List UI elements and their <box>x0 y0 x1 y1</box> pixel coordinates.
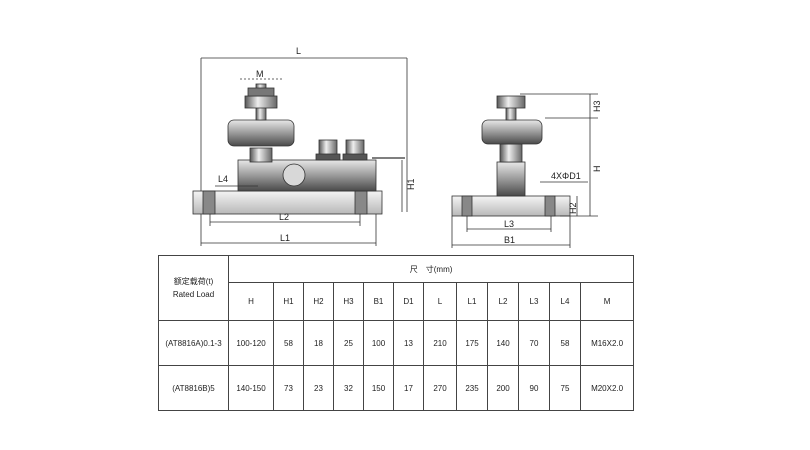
dim-label-h1: H1 <box>406 178 416 190</box>
table-cell: 70 <box>518 320 550 366</box>
table-cell: 17 <box>393 365 424 411</box>
column-header: B1 <box>363 282 394 321</box>
column-header: L <box>423 282 457 321</box>
column-header: H2 <box>303 282 334 321</box>
table-cell: 32 <box>333 365 364 411</box>
model-header-cn: 额定载荷(t) <box>173 277 214 286</box>
table-cell: 150 <box>363 365 394 411</box>
table-cell: 73 <box>273 365 304 411</box>
technical-drawing: L M L4 H1 L2 L1 H3 H 4XΦD1 <box>192 46 602 248</box>
dim-label-h3: H3 <box>592 100 602 112</box>
column-header: H <box>228 282 274 321</box>
table-cell: 200 <box>487 365 519 411</box>
dim-label-m: M <box>256 69 264 79</box>
dim-label-l: L <box>296 46 301 56</box>
dim-label-d1: 4XΦD1 <box>551 171 581 181</box>
column-header: M <box>579 282 635 321</box>
front-view <box>192 57 408 246</box>
side-view <box>451 93 598 248</box>
column-header: H3 <box>333 282 364 321</box>
column-header: L4 <box>549 282 581 321</box>
table-cell: 90 <box>518 365 550 411</box>
column-header: H1 <box>273 282 304 321</box>
table-cell: 100 <box>363 320 394 366</box>
column-header: L1 <box>456 282 488 321</box>
dim-label-l3: L3 <box>504 219 514 229</box>
column-header: L2 <box>487 282 519 321</box>
table-cell: 175 <box>456 320 488 366</box>
table-cell: M16X2.0 <box>579 320 635 366</box>
table-cell: 23 <box>303 365 334 411</box>
table-cell: 58 <box>549 320 581 366</box>
dim-label-l1: L1 <box>280 233 290 243</box>
table-cell: M20X2.0 <box>579 365 635 411</box>
table-cell: 25 <box>333 320 364 366</box>
dim-label-h2: H2 <box>568 202 578 214</box>
table-cell: 18 <box>303 320 334 366</box>
model-header-en: Rated Load <box>172 290 215 299</box>
table-cell: 140-150 <box>228 365 274 411</box>
table-cell: 13 <box>393 320 424 366</box>
table-cell: 58 <box>273 320 304 366</box>
table-cell: 270 <box>423 365 457 411</box>
model-cell: (AT8816B)5 <box>158 365 229 411</box>
dim-label-b1: B1 <box>504 235 515 245</box>
table-cell: 235 <box>456 365 488 411</box>
table-cell: 210 <box>423 320 457 366</box>
model-cell: (AT8816A)0.1-3 <box>158 320 229 366</box>
dimension-group-header: 尺 寸(mm) <box>227 254 635 284</box>
table-cell: 75 <box>549 365 581 411</box>
table-cell: 140 <box>487 320 519 366</box>
model-header: 额定载荷(t) Rated Load <box>158 255 229 321</box>
dim-label-l2: L2 <box>279 212 289 222</box>
column-header: D1 <box>393 282 424 321</box>
table-cell: 100-120 <box>228 320 274 366</box>
dim-label-l4: L4 <box>218 174 228 184</box>
column-header: L3 <box>518 282 550 321</box>
dim-label-h: H <box>592 166 602 173</box>
